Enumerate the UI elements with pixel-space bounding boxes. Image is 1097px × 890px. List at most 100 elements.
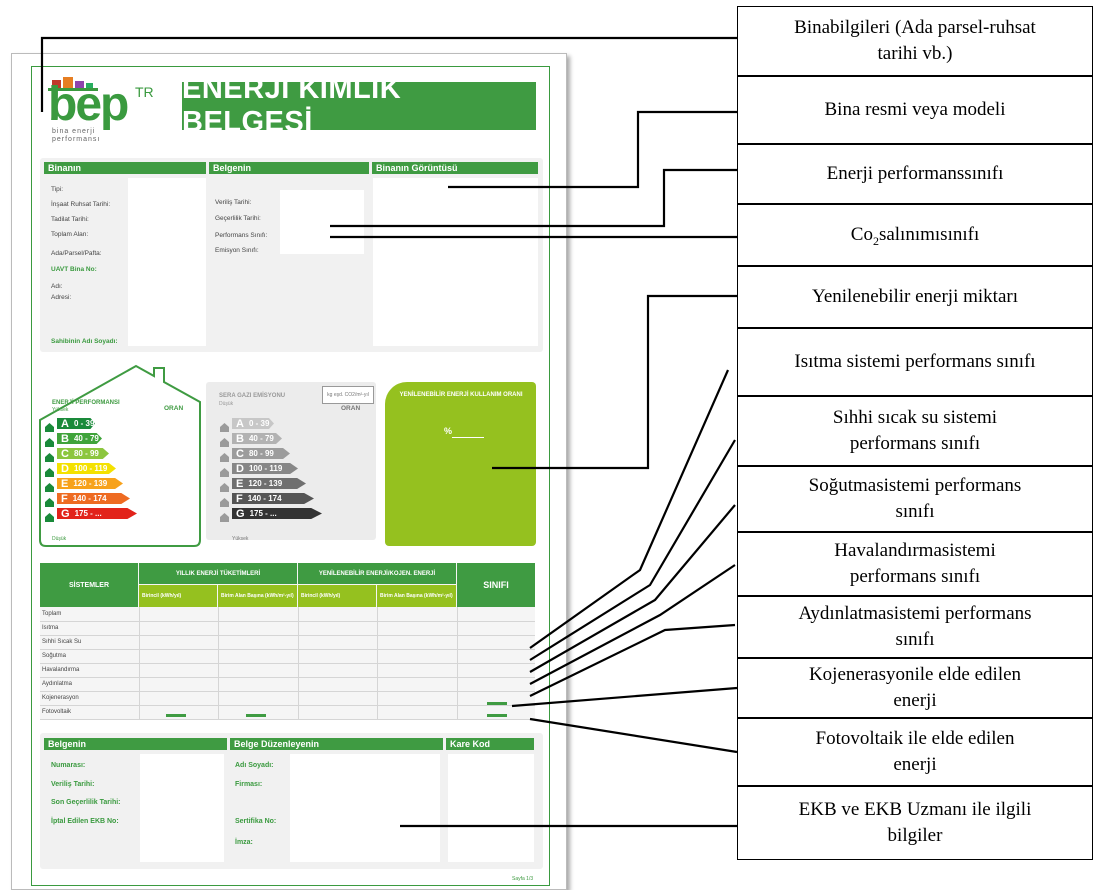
emission-letter: F <box>236 492 243 505</box>
energy-letter: A <box>61 417 69 430</box>
footer-firmasi: Firması: <box>235 781 263 788</box>
table-header-yillik: YILLIK ENERJİ TÜKETİMLERİ <box>139 563 297 584</box>
logo-sub-line2: performansı <box>52 136 101 143</box>
logo-subtitle: bina enerji performansı <box>52 128 100 144</box>
energy-sub-top: Yüksek <box>52 407 69 413</box>
emission-letter: A <box>236 417 244 430</box>
pv-dash-1 <box>166 714 186 717</box>
footer-values-left <box>140 754 224 862</box>
table-sub-4: Birim Alan Başına (kWh/m²-yıl) <box>377 585 456 607</box>
energy-house-icon <box>45 419 54 432</box>
footer-header-belgenin: Belgenin <box>44 738 227 750</box>
field-gecerlilik: Geçerlilik Tarihi: <box>215 215 261 222</box>
field-adi: Adı: <box>51 283 63 290</box>
callout-havalandirma-line2: performans sınıfı <box>849 566 981 587</box>
callout-yenilenebilir-text: Yenilenebilir enerji miktarı <box>812 286 1018 308</box>
callout-bina-resmi-text: Bina resmi veya modeli <box>824 99 1006 121</box>
table-row-label: Aydınlatma <box>42 681 72 687</box>
footer-adi-soyadi: Adı Soyadı: <box>235 762 274 769</box>
emission-house-icon <box>220 434 229 447</box>
emission-house-icon <box>220 509 229 522</box>
field-tadilat: Tadilat Tarihi: <box>51 216 89 223</box>
energy-letter: B <box>61 432 69 445</box>
energy-range: 140 - 174 <box>72 494 107 503</box>
table-sub-3: Birincil (kWh/yıl) <box>298 585 376 607</box>
table-col-divider <box>377 607 378 719</box>
energy-house-outline-icon <box>39 364 201 547</box>
emission-letter: B <box>236 432 244 445</box>
certificate-title: ENERJİ KİMLİK BELGESİ <box>182 73 536 138</box>
callout-kojenerasyon-line2: enerji <box>893 690 937 711</box>
footer-iptal: İptal Edilen EKB No: <box>51 818 119 825</box>
emission-house-icon <box>220 449 229 462</box>
building-image-box <box>373 178 538 346</box>
callout-enerji-perf: Enerji performanssınıfı <box>737 144 1093 204</box>
energy-house-icon <box>45 479 54 492</box>
footer-numarasi: Numarası: <box>51 762 86 769</box>
building-values-box <box>128 178 206 346</box>
header-goruntu: Binanın Görüntüsü <box>372 162 538 174</box>
table-row-label: Sıhhi Sıcak Su <box>42 639 82 645</box>
callout-co2-sub: 2 <box>872 233 879 248</box>
emission-letter: D <box>236 462 244 475</box>
table-sub-1: Birincil (kWh/yıl) <box>139 585 217 607</box>
emission-title: SERA GAZI EMİSYONU <box>219 393 286 399</box>
renewable-percent: % <box>444 426 453 436</box>
table-col-divider <box>218 607 219 719</box>
emission-letter: E <box>236 477 244 490</box>
emission-range: 80 - 99 <box>248 449 274 458</box>
footer-header-karekod: Kare Kod <box>446 738 534 750</box>
callout-bina-bilgileri-line2: tarihi vb.) <box>877 43 953 64</box>
callout-sihhi-line1: Sıhhi sıcak su sistemi <box>832 407 998 429</box>
field-ruhsat: İnşaat Ruhsat Tarihi: <box>51 201 111 208</box>
footer-imza: İmza: <box>235 839 253 846</box>
emission-house-icon <box>220 494 229 507</box>
callout-bina-resmi: Bina resmi veya modeli <box>737 76 1093 144</box>
table-header-sinifi: SINIFI <box>457 563 535 607</box>
table-row-label: Fotovoltaik <box>42 709 72 715</box>
table-row-label: Havalandırma <box>42 667 80 673</box>
header-belgenin: Belgenin <box>209 162 369 174</box>
callout-enerji-perf-text: Enerji performanssınıfı <box>826 163 1004 185</box>
energy-house-icon <box>45 494 54 507</box>
emission-bar-a: A 0 - 39 <box>232 418 274 429</box>
emission-range: 175 - ... <box>249 509 277 518</box>
kojen-class-dash <box>487 702 507 705</box>
callout-sogutma-line1: Soğutmasistemi performans <box>808 475 1022 497</box>
table-row-divider <box>40 663 535 664</box>
table-header-yenilenebilir: YENİLENEBİLİR ENERJİ/KOJEN. ENERJİ <box>298 563 456 584</box>
certificate-frame <box>31 66 550 886</box>
header-binanin: Binanın <box>44 162 206 174</box>
table-sub-2: Birim Alan Başına (kWh/m²-yıl) <box>218 585 297 607</box>
table-row-label: Isıtma <box>42 625 59 631</box>
energy-range: 100 - 119 <box>73 464 108 473</box>
footer-son-gecerlilik: Son Geçerlilik Tarihi: <box>51 799 121 806</box>
energy-range: 0 - 39 <box>73 419 95 428</box>
footer-values-right <box>290 754 440 862</box>
energy-title: ENERJİ PERFORMANSI <box>52 400 120 406</box>
callout-co2-pre: Co <box>850 223 873 245</box>
emission-sub-top: Düşük <box>219 401 234 407</box>
renewable-underline <box>452 437 484 438</box>
energy-bar-a: A 0 - 39 <box>57 418 95 429</box>
energy-range: 175 - ... <box>74 509 102 518</box>
emission-range: 0 - 39 <box>248 419 270 428</box>
logo-superscript: TR <box>135 84 154 100</box>
energy-oran: ORAN <box>164 405 184 412</box>
emission-unit-box: kg eşd. CO2/m²-yıl <box>322 386 374 404</box>
table-row-divider <box>40 677 535 678</box>
callout-isitma: Isıtma sistemi performans sınıfı <box>737 328 1093 396</box>
